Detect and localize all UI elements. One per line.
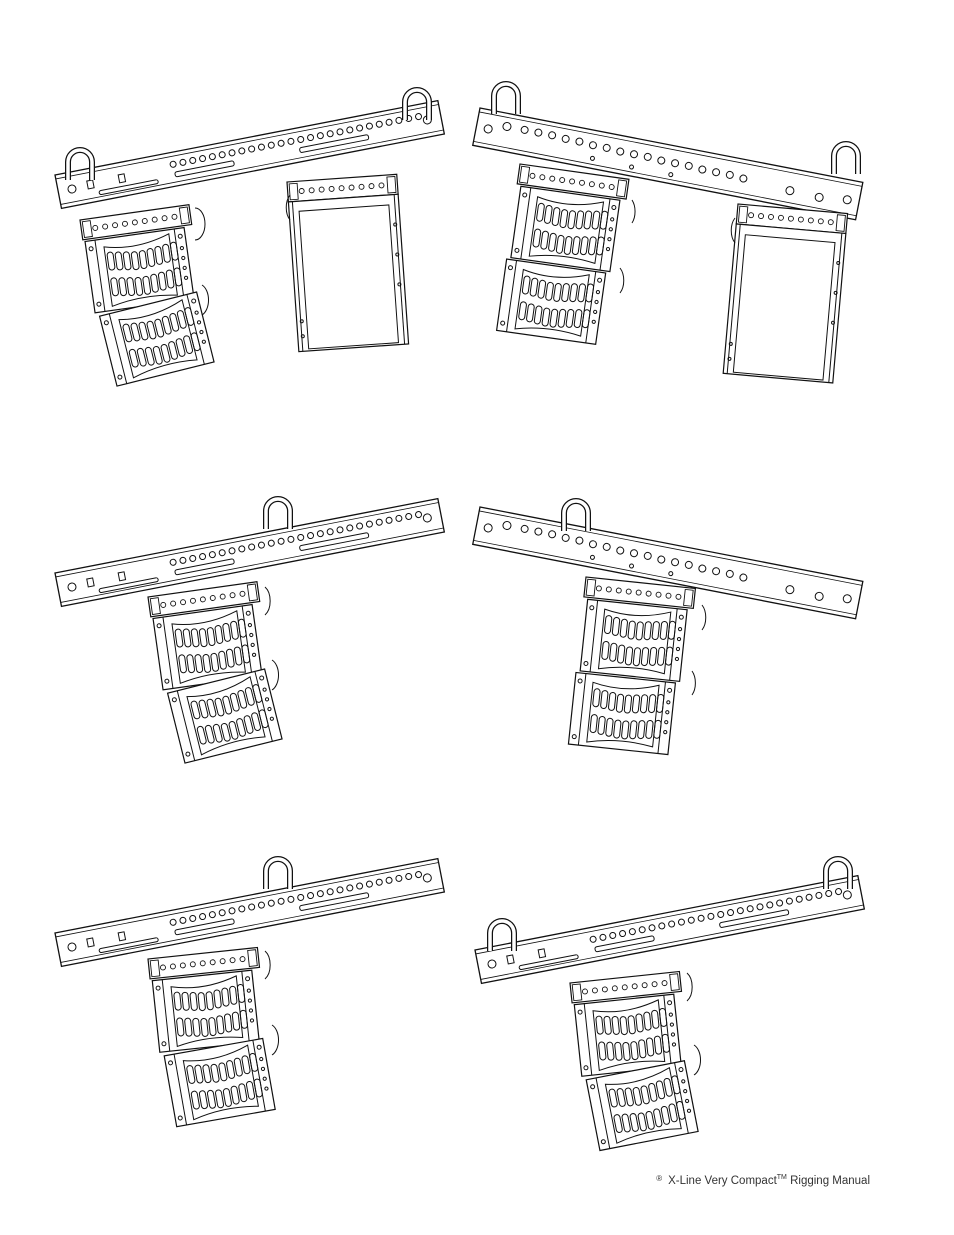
footer-title-part1: X-Line Very Compact	[668, 1175, 777, 1187]
footer-title-part2: Rigging Manual	[787, 1175, 870, 1187]
figure-top-right	[470, 78, 880, 418]
figure-top-left	[50, 80, 460, 410]
registered-mark: ®	[656, 1174, 662, 1183]
figure-middle-right	[470, 495, 880, 765]
figure-middle-left	[50, 495, 460, 785]
figure-bottom-left	[50, 855, 460, 1155]
figure-bottom-right	[470, 855, 880, 1175]
trademark-mark: TM	[777, 1174, 787, 1181]
footer-title: ® X-Line Very CompactTM Rigging Manual	[656, 1175, 870, 1187]
